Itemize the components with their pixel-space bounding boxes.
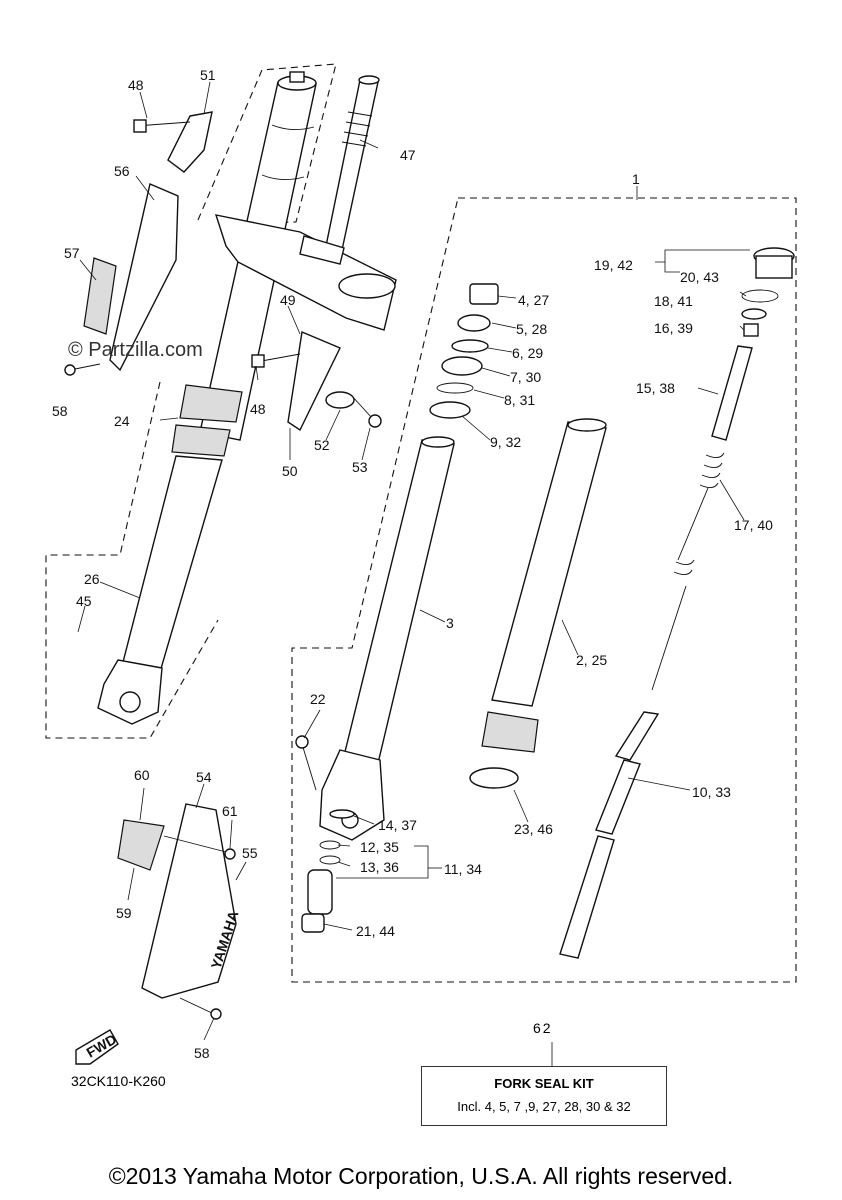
callout-26: 26 <box>84 571 100 587</box>
callout-53: 53 <box>352 459 368 475</box>
callout-19-42: 19, 42 <box>594 257 633 273</box>
callout-50: 50 <box>282 463 298 479</box>
callout-11-34: 11, 34 <box>444 861 482 877</box>
fork-seal-kit-description: Incl. 4, 5, 7 ,9, 27, 28, 30 & 32 <box>457 1099 631 1114</box>
callout-5-28: 5, 28 <box>516 321 547 337</box>
callout-23-46: 23, 46 <box>514 821 553 837</box>
callout-labels: 1 2, 25 3 4, 27 5, 28 6, 29 7, 30 8, 31 … <box>52 67 773 1061</box>
bracket-parts <box>133 111 382 432</box>
callout-12-35: 12, 35 <box>360 839 399 855</box>
callout-21-44: 21, 44 <box>356 923 395 939</box>
callout-18-41: 18, 41 <box>654 293 693 309</box>
callout-54: 54 <box>196 769 212 785</box>
callout-51: 51 <box>200 67 216 83</box>
callout-3: 3 <box>446 615 454 631</box>
callout-14-37: 14, 37 <box>378 817 417 833</box>
callout-47: 47 <box>400 147 416 163</box>
fork-guard-lower <box>75 803 237 1065</box>
callout-57: 57 <box>64 245 80 261</box>
copyright-notice: ©2013 Yamaha Motor Corporation, U.S.A. A… <box>108 1163 734 1189</box>
callout-15-38: 15, 38 <box>636 380 675 396</box>
callout-6-29: 6, 29 <box>512 345 543 361</box>
fork-guard-upper <box>64 183 179 376</box>
leader-lines <box>77 81 750 1066</box>
callout-49: 49 <box>280 292 296 308</box>
fork-seal-kit-number: 62 <box>533 1020 553 1036</box>
callout-9-32: 9, 32 <box>490 434 521 450</box>
callout-13-36: 13, 36 <box>360 859 399 875</box>
callout-59: 59 <box>116 905 132 921</box>
callout-4-27: 4, 27 <box>518 292 549 308</box>
callout-45: 45 <box>76 593 92 609</box>
callout-60: 60 <box>134 767 150 783</box>
callout-8-31: 8, 31 <box>504 392 535 408</box>
damper-cartridge <box>559 247 795 959</box>
callout-48-top: 48 <box>128 77 144 93</box>
callout-1: 1 <box>632 171 640 187</box>
inner-fork-components <box>295 283 607 933</box>
callout-48-mid: 48 <box>250 401 266 417</box>
callout-55: 55 <box>242 845 258 861</box>
callout-16-39: 16, 39 <box>654 320 693 336</box>
fork-seal-kit-title: FORK SEAL KIT <box>494 1076 594 1091</box>
callout-20-43: 20, 43 <box>680 269 719 285</box>
callout-2-25: 2, 25 <box>576 652 607 668</box>
left-fork-assembly <box>97 71 397 725</box>
diagram-code: 32CK110-K260 <box>71 1073 166 1089</box>
callout-22: 22 <box>310 691 326 707</box>
fork-seal-kit-box: FORK SEAL KIT Incl. 4, 5, 7 ,9, 27, 28, … <box>421 1066 667 1126</box>
callout-17-40: 17, 40 <box>734 517 773 533</box>
partzilla-watermark: © Partzilla.com <box>68 339 203 361</box>
callout-58-bottom: 58 <box>194 1045 210 1061</box>
callout-58-top: 58 <box>52 403 68 419</box>
callout-10-33: 10, 33 <box>692 784 731 800</box>
callout-56: 56 <box>114 163 130 179</box>
callout-7-30: 7, 30 <box>510 369 541 385</box>
callout-24: 24 <box>114 413 130 429</box>
callout-61: 61 <box>222 803 238 819</box>
callout-52: 52 <box>314 437 330 453</box>
